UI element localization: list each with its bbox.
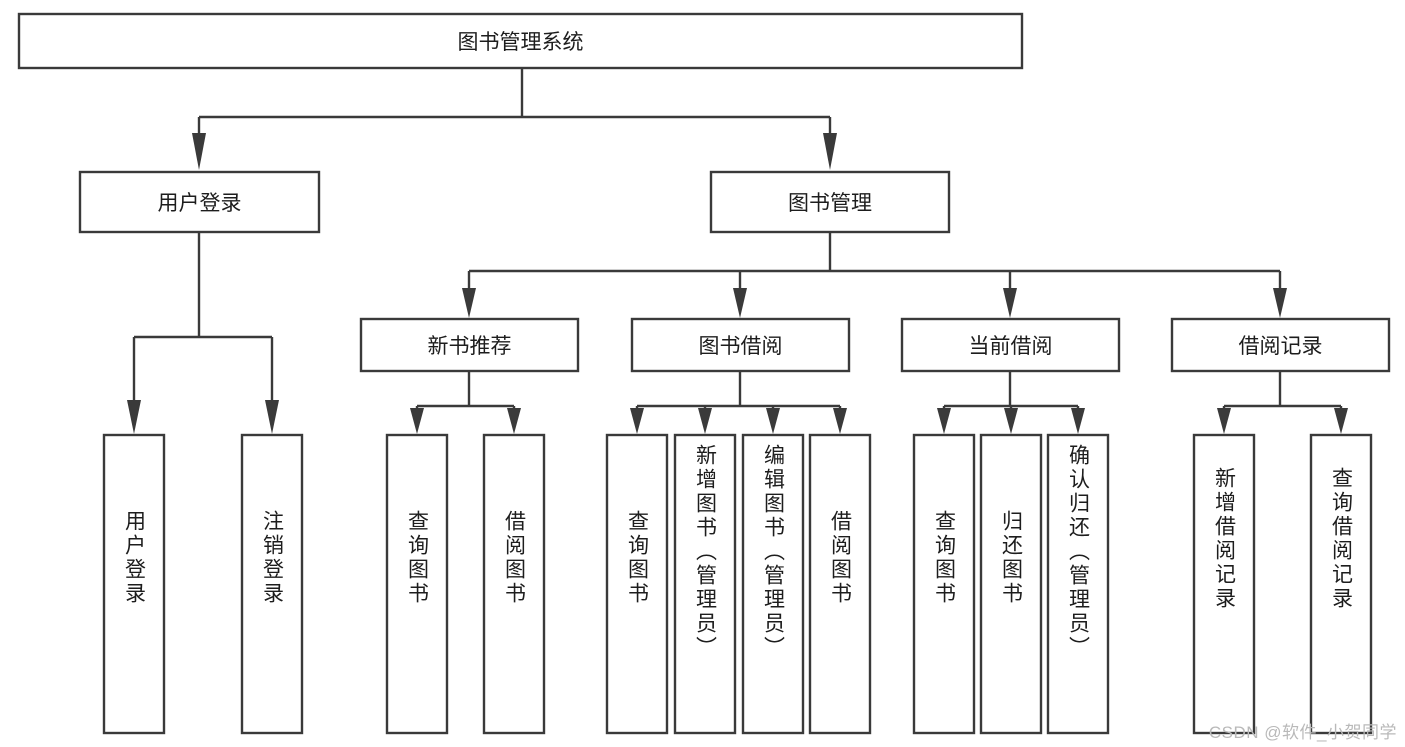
arrow-head-leaf-query-book-2 <box>630 408 644 434</box>
node-box-leaf-logout[interactable] <box>240 433 304 735</box>
arrow-head-current-borrow <box>1003 288 1017 318</box>
arrow-head-leaf-borrow-book-2 <box>833 408 847 434</box>
arrow-head-new-book-recommend <box>462 288 476 318</box>
arrow-head-leaf-query-book-3 <box>937 408 951 434</box>
arrow-head-leaf-logout <box>265 400 279 434</box>
node-box-new-book-recommend[interactable] <box>359 317 580 373</box>
arrow-head-user-login <box>192 133 206 170</box>
node-box-leaf-query-record[interactable] <box>1309 433 1373 735</box>
arrow-head-book-borrow <box>733 288 747 318</box>
node-box-leaf-add-record[interactable] <box>1192 433 1256 735</box>
node-box-leaf-add-book[interactable] <box>673 433 737 735</box>
node-box-leaf-user-login[interactable] <box>102 433 166 735</box>
arrow-head-leaf-borrow-book-1 <box>507 408 521 434</box>
node-box-user-login[interactable] <box>78 170 321 234</box>
node-box-leaf-borrow-book-1[interactable] <box>482 433 546 735</box>
arrow-head-leaf-return-book <box>1004 408 1018 434</box>
node-box-current-borrow[interactable] <box>900 317 1121 373</box>
arrow-head-leaf-add-record <box>1217 408 1231 434</box>
arrow-head-leaf-query-book-1 <box>410 408 424 434</box>
node-box-leaf-query-book-3[interactable] <box>912 433 976 735</box>
arrow-head-book-manage <box>823 133 837 170</box>
node-box-leaf-query-book-1[interactable] <box>385 433 449 735</box>
node-box-book-manage[interactable] <box>709 170 951 234</box>
arrow-head-leaf-add-book <box>698 408 712 434</box>
arrow-head-leaf-query-record <box>1334 408 1348 434</box>
csdn-watermark: CSDN @软件_小贺同学 <box>1208 723 1397 742</box>
node-box-leaf-confirm-return[interactable] <box>1046 433 1110 735</box>
arrow-head-leaf-edit-book <box>766 408 780 434</box>
arrow-head-borrow-record <box>1273 288 1287 318</box>
node-box-leaf-borrow-book-2[interactable] <box>808 433 872 735</box>
arrow-head-leaf-user-login <box>127 400 141 434</box>
node-box-borrow-record[interactable] <box>1170 317 1391 373</box>
node-box-leaf-return-book[interactable] <box>979 433 1043 735</box>
node-box-leaf-edit-book[interactable] <box>741 433 805 735</box>
node-box-leaf-query-book-2[interactable] <box>605 433 669 735</box>
node-box-book-borrow[interactable] <box>630 317 851 373</box>
arrow-head-leaf-confirm-return <box>1071 408 1085 434</box>
node-box-root[interactable] <box>17 12 1024 70</box>
